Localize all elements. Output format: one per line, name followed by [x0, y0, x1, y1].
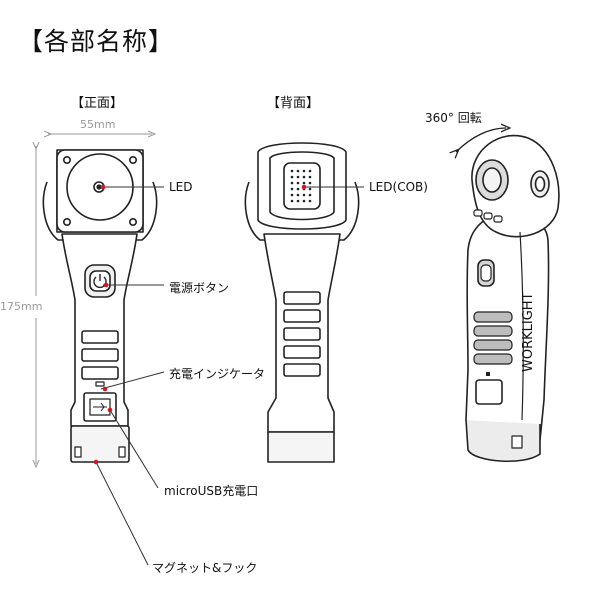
- callout-magnet-hook: マグネット&フック: [152, 561, 258, 575]
- callout-leaders: [95, 186, 364, 566]
- callout-led: LED: [169, 180, 193, 194]
- back-view-flashlight: [244, 142, 360, 463]
- callout-charge-indicator: 充電インジケータ: [169, 367, 266, 381]
- callout-micro-usb: microUSB充電口: [164, 484, 259, 498]
- front-view-title: 【正面】: [71, 96, 124, 111]
- callout-power-button: 電源ボタン: [169, 281, 230, 295]
- callout-markers: [93, 184, 307, 465]
- width-dimension-label: 55mm: [80, 118, 116, 131]
- worklight-side-text: WORKLIGHT: [521, 292, 536, 372]
- rotation-arrow: [456, 128, 506, 152]
- callout-led-cob: LED(COB): [369, 180, 428, 194]
- cob-led-grid: [290, 169, 312, 203]
- page-title: 【各部名称】: [18, 27, 175, 56]
- rotation-label: 360° 回転: [425, 111, 482, 125]
- perspective-view-flashlight: [465, 134, 560, 463]
- height-dimension-label: 175mm: [0, 300, 43, 313]
- front-view-flashlight: [42, 149, 158, 463]
- back-view-title: 【背面】: [267, 96, 320, 111]
